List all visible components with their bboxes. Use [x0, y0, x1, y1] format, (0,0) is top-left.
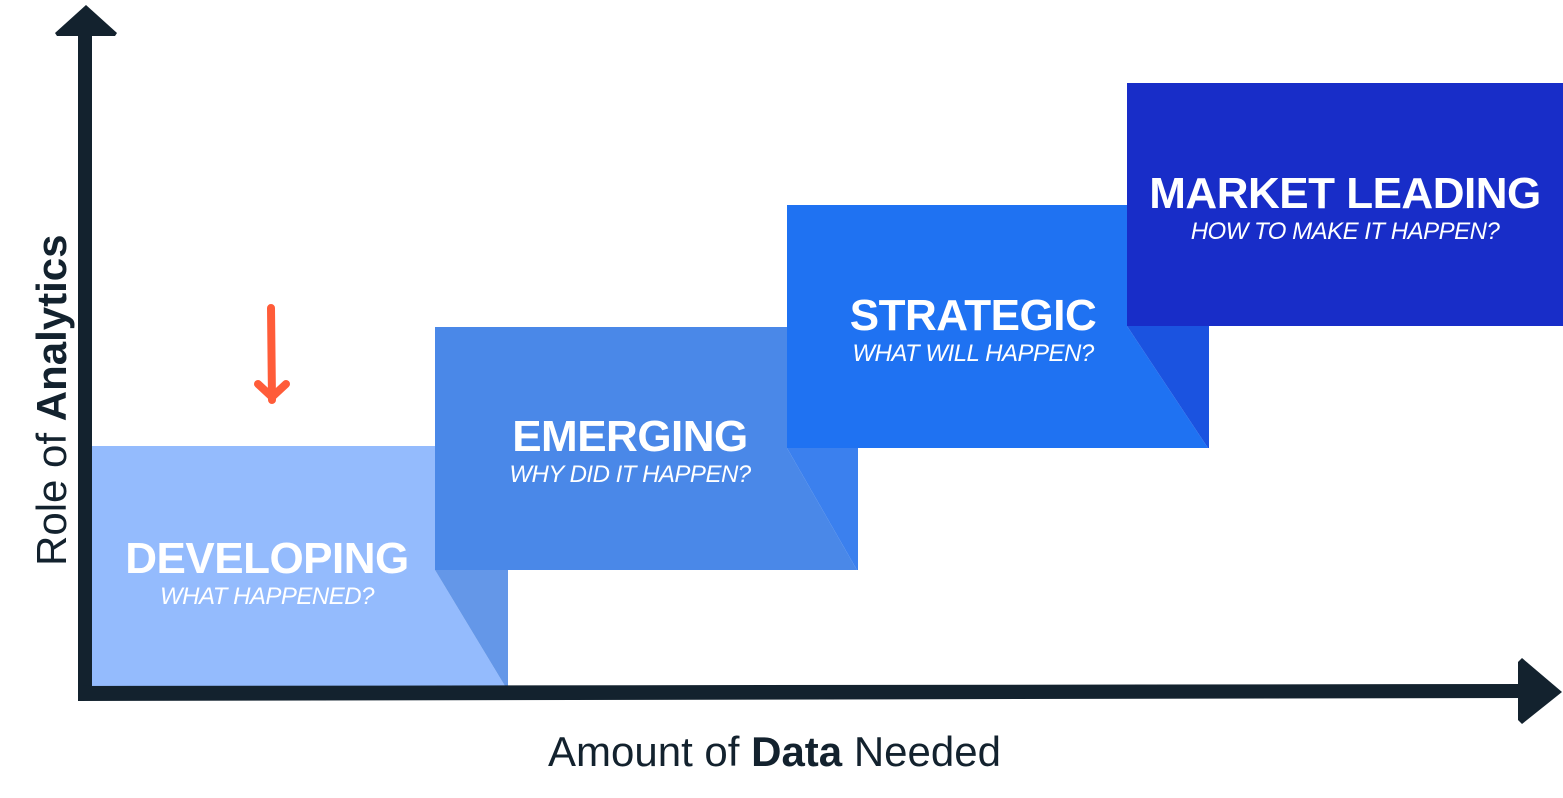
stage-developing-label: DEVELOPING WHAT HAPPENED?: [92, 537, 442, 609]
stage-market-leading-box: [1127, 83, 1563, 326]
red-down-arrow-icon: [254, 304, 290, 404]
stage-subtitle: WHY DID IT HAPPEN?: [509, 461, 751, 488]
stage-market-leading-label: MARKET LEADING HOW TO MAKE IT HAPPEN?: [1127, 172, 1563, 244]
y-label-prefix: Role of: [28, 421, 75, 566]
stage-title: MARKET LEADING: [1149, 169, 1541, 218]
stage-subtitle: WHAT HAPPENED?: [160, 583, 374, 610]
stage-subtitle: WHAT WILL HAPPEN?: [852, 340, 1094, 367]
x-label-bold: Data: [751, 728, 843, 775]
stage-developing-fold: [435, 570, 508, 686]
stage-strategic-box: [787, 205, 1208, 448]
x-label-prefix: Amount of: [548, 728, 752, 775]
stage-strategic-fold: [1127, 326, 1209, 448]
stage-title: STRATEGIC: [849, 291, 1097, 340]
x-label-suffix: Needed: [842, 728, 1001, 775]
y-axis-label: Role of Analytics: [28, 235, 76, 567]
stage-emerging-box: [435, 327, 857, 570]
stage-title: EMERGING: [512, 412, 748, 461]
stage-title: DEVELOPING: [125, 534, 409, 583]
x-axis-label: Amount of Data Needed: [548, 728, 1001, 776]
stage-emerging-fold: [787, 448, 858, 570]
stage-emerging-label: EMERGING WHY DID IT HAPPEN?: [455, 415, 805, 487]
x-axis-arrow: [78, 658, 1562, 724]
stage-subtitle: HOW TO MAKE IT HAPPEN?: [1190, 218, 1500, 245]
stage-developing-box: [92, 446, 505, 686]
y-axis-arrow: [55, 5, 117, 700]
stage-strategic-label: STRATEGIC WHAT WILL HAPPEN?: [798, 294, 1148, 366]
y-label-bold: Analytics: [28, 234, 75, 422]
